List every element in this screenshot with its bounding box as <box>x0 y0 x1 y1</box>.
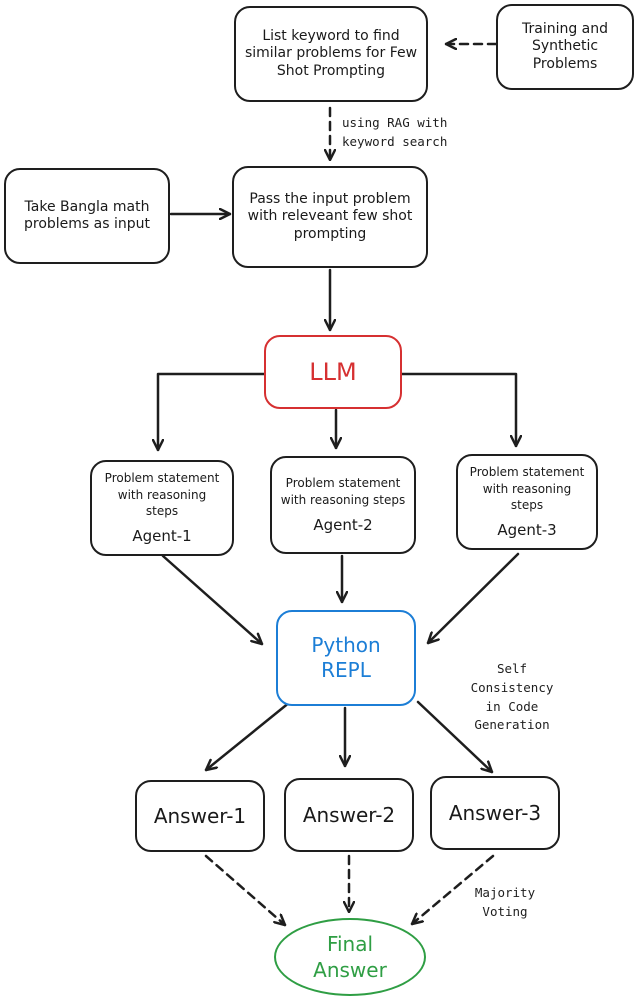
python-repl-node: Python REPL <box>276 610 416 706</box>
python-repl-line-1: Python <box>311 633 381 657</box>
self-consistency-line-3: in Code <box>485 698 539 714</box>
agent-1-node: Problem statement with reasoning steps A… <box>90 460 234 556</box>
rag-annotation-line-1: using RAG with <box>342 115 448 130</box>
answer-3-node: Answer-3 <box>430 776 560 850</box>
arrow-repl-to-answer-3 <box>416 700 494 774</box>
answer-2-label: Answer-2 <box>302 802 396 827</box>
arrow-llm-to-agent-3 <box>398 372 516 448</box>
keyword-list-label: List keyword to find similar problems fo… <box>244 27 418 79</box>
majority-voting-line-2: Voting <box>482 903 528 919</box>
arrow-llm-to-agent-1 <box>158 372 268 452</box>
self-consistency-annotation: Self Consistency in Code Generation <box>462 660 562 735</box>
agent-1-name: Agent-1 <box>132 526 192 545</box>
agent-3-node: Problem statement with reasoning steps A… <box>456 454 598 550</box>
self-consistency-line-4: Generation <box>474 717 550 733</box>
rag-annotation: using RAG with keyword search <box>342 114 447 152</box>
answer-1-label: Answer-1 <box>153 803 247 828</box>
final-answer-node: Final Answer <box>274 918 426 996</box>
agent-2-statement: Problem statement with reasoning steps <box>280 476 406 507</box>
keyword-list-node: List keyword to find similar problems fo… <box>234 6 428 102</box>
pass-input-label: Pass the input problem with releveant fe… <box>247 190 413 242</box>
bangla-input-node: Take Bangla math problems as input <box>4 168 170 264</box>
agent-3-statement: Problem statement with reasoning steps <box>469 465 585 512</box>
training-problems-label: Training and Synthetic Problems <box>521 20 609 72</box>
final-answer-line-2: Answer <box>313 958 387 982</box>
arrow-answer-3-to-final <box>410 854 495 926</box>
arrow-agent-3-to-repl <box>426 552 520 645</box>
self-consistency-line-1: Self <box>496 661 528 676</box>
majority-voting-line-1: Majority <box>474 885 536 900</box>
arrow-answer-1-to-final <box>204 854 287 927</box>
arrow-repl-to-answer-1 <box>204 700 292 772</box>
agent-3-name: Agent-3 <box>497 520 557 539</box>
training-problems-node: Training and Synthetic Problems <box>496 4 634 90</box>
agent-2-node: Problem statement with reasoning steps A… <box>270 456 416 554</box>
llm-label: LLM <box>309 358 357 386</box>
pass-input-node: Pass the input problem with releveant fe… <box>232 166 428 268</box>
arrow-agent-1-to-repl <box>161 554 264 646</box>
agent-1-statement: Problem statement with reasoning steps <box>104 471 220 518</box>
python-repl-line-2: REPL <box>321 658 371 682</box>
final-answer-line-1: Final <box>326 932 374 956</box>
answer-3-label: Answer-3 <box>448 800 542 825</box>
self-consistency-line-2: Consistency <box>470 679 554 695</box>
agent-2-name: Agent-2 <box>313 515 373 534</box>
bangla-input-label: Take Bangla math problems as input <box>23 198 150 233</box>
answer-2-node: Answer-2 <box>284 778 414 852</box>
answer-1-node: Answer-1 <box>135 780 265 852</box>
llm-node: LLM <box>264 335 402 409</box>
rag-annotation-line-2: keyword search <box>342 133 448 149</box>
majority-voting-annotation: Majority Voting <box>462 884 548 922</box>
